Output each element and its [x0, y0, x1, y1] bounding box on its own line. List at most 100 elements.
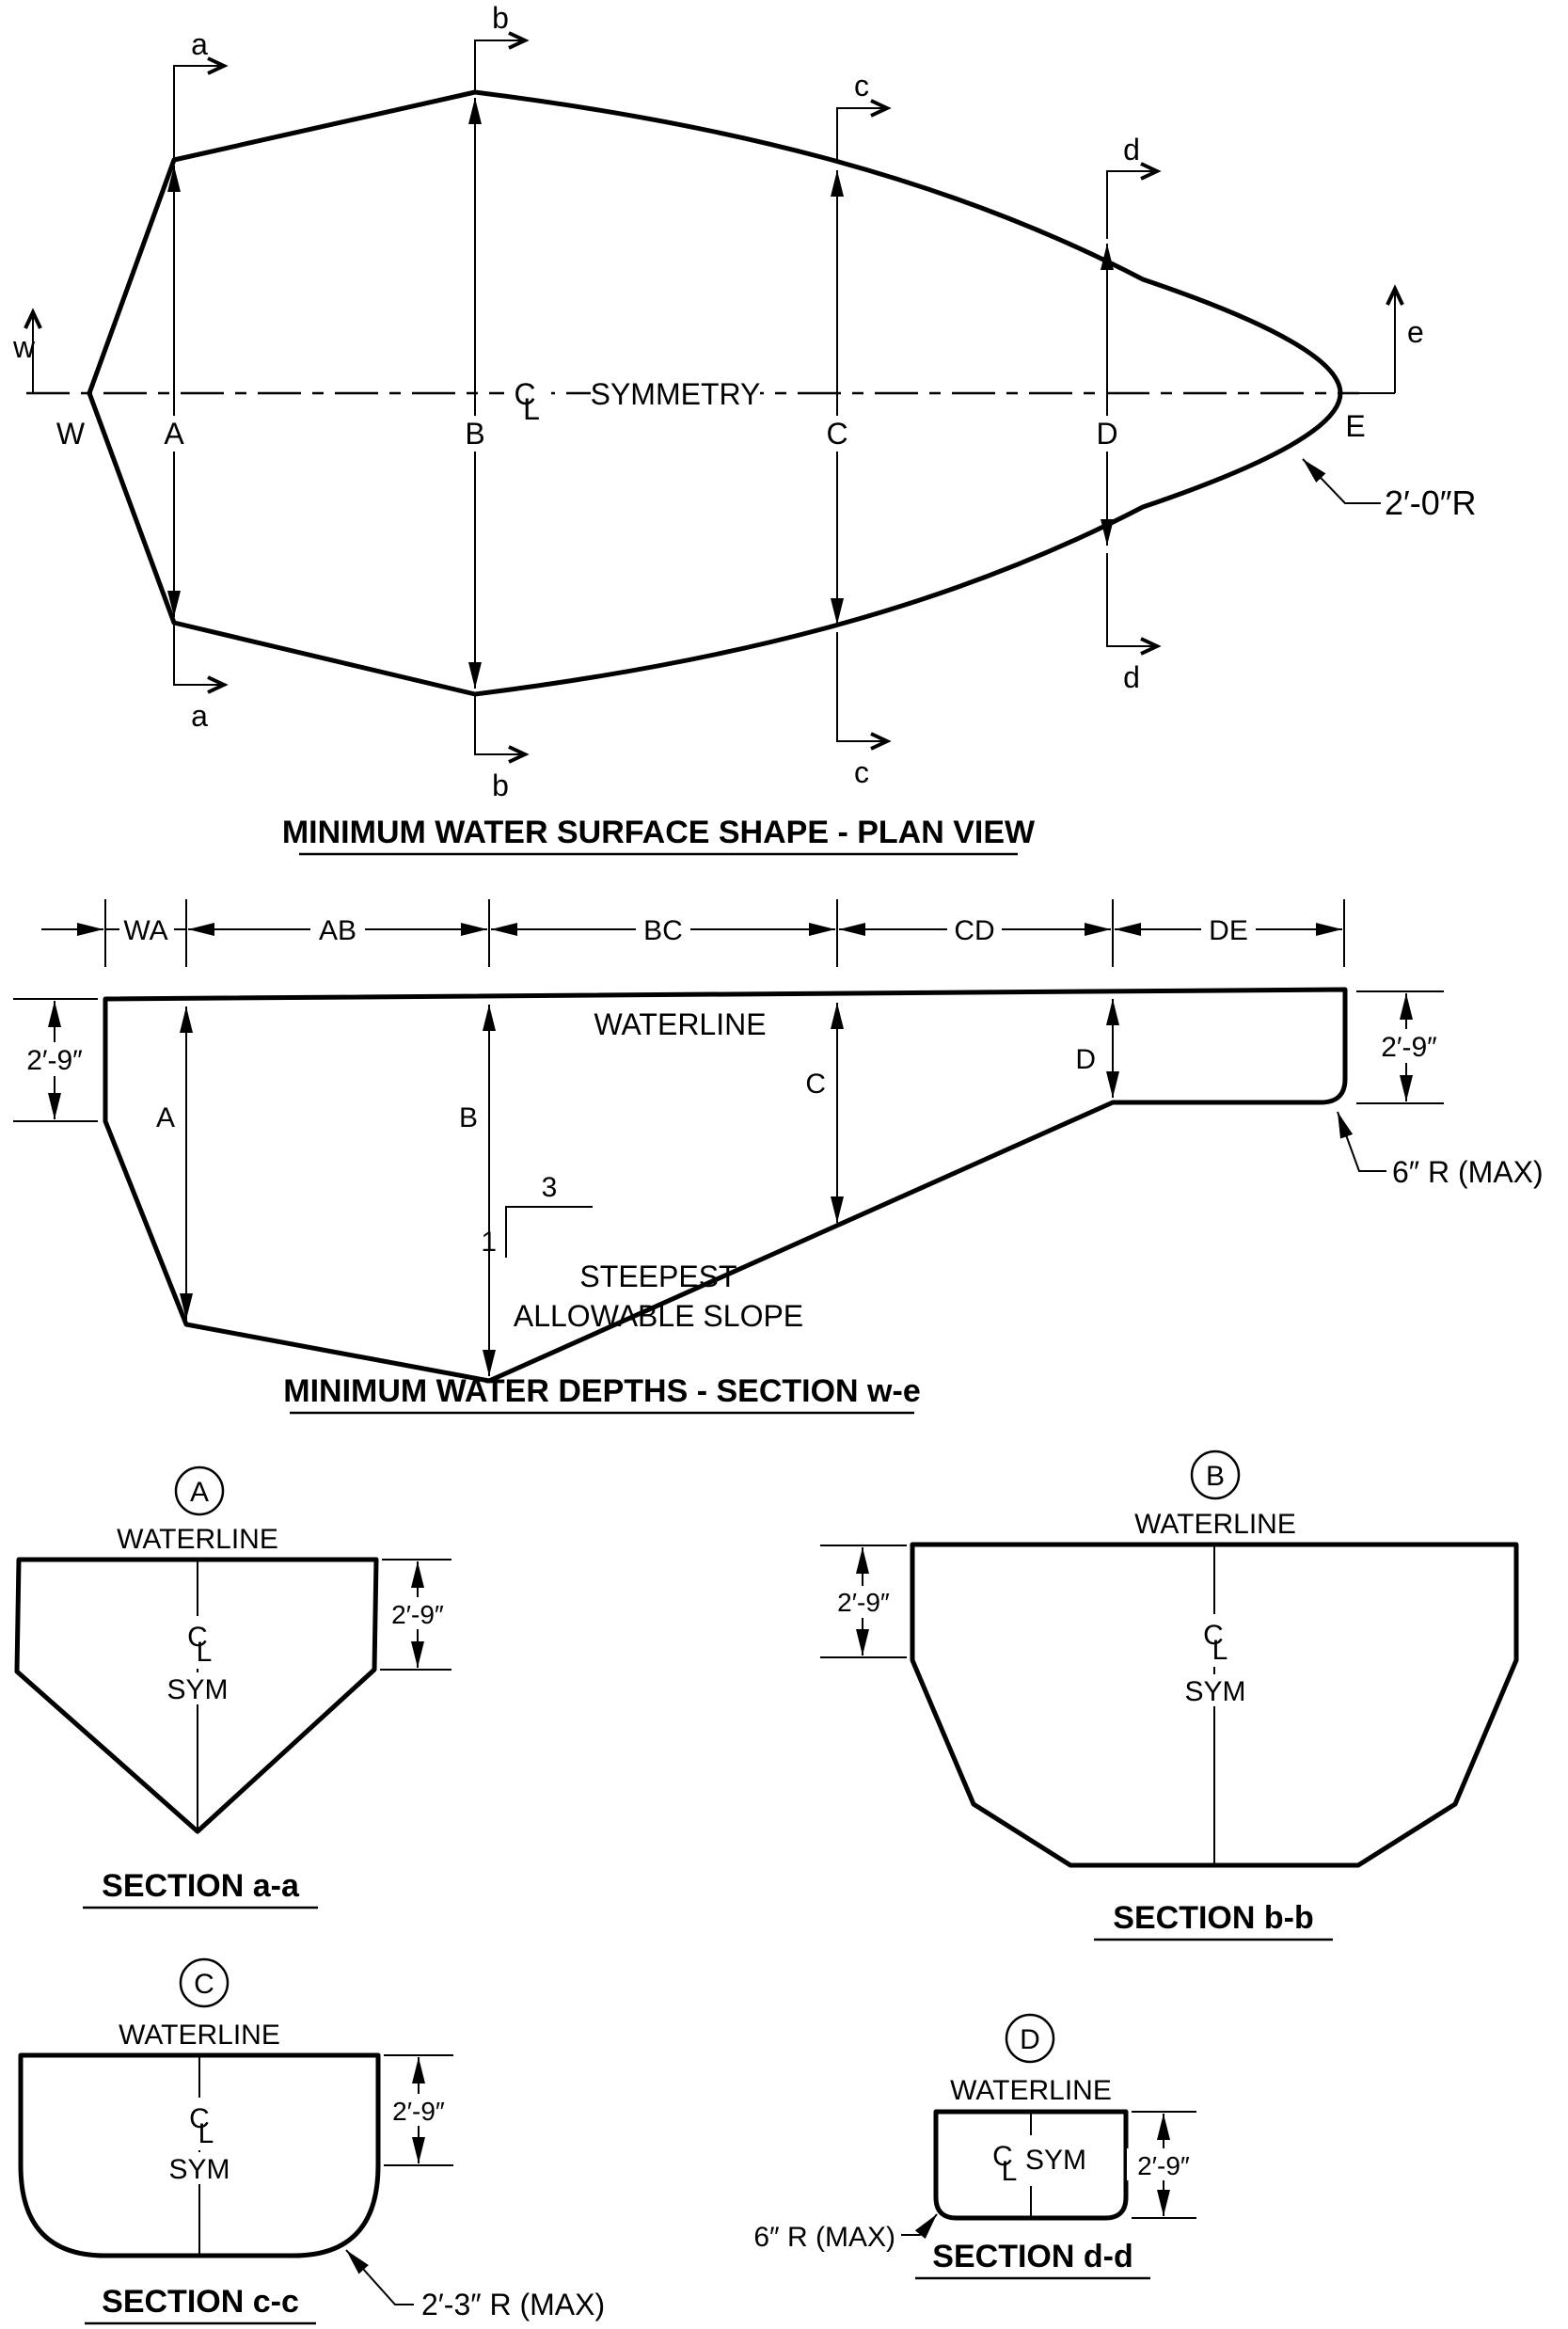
cc-bubble-circle — [179, 1957, 230, 2008]
slope-note-1: STEEPEST — [579, 1260, 736, 1293]
mask-left-depth — [14, 1042, 95, 1076]
cc-mask-cl — [178, 2098, 223, 2150]
cut-b-bottom — [474, 696, 530, 764]
cc-mask-depth — [382, 2094, 455, 2126]
cc-depth-label: 2′-9″ — [392, 2097, 445, 2126]
section-we: WA AB BC CD DE 2′-9″ 2′-9″ WATERLINE A B… — [13, 899, 1544, 1415]
cut-c-bottom — [836, 632, 892, 751]
station-b-label: B — [465, 417, 484, 451]
mask-wa — [119, 912, 174, 946]
aa-bubble-circle — [174, 1466, 225, 1516]
we-profile — [103, 987, 1348, 1384]
bb-shape — [910, 1542, 1519, 1868]
centerline-symbol-l: L — [523, 392, 540, 426]
dd-radius-leader — [901, 2213, 938, 2240]
mask-ab — [310, 912, 365, 946]
slope-symbol — [505, 1206, 593, 1258]
cut-c-top — [836, 99, 892, 164]
cut-d-bottom — [1106, 553, 1162, 656]
dim-wa-label: WA — [123, 915, 167, 946]
dd-bubble-circle — [1005, 2013, 1055, 2064]
dim-de-label: DE — [1209, 915, 1248, 946]
bb-mask-depth — [826, 1586, 901, 1618]
station-w-label: W — [56, 417, 86, 451]
dim-bc-label: BC — [643, 915, 683, 946]
mask-right-depth — [1369, 1029, 1449, 1063]
dd-waterline-label: WATERLINE — [950, 2075, 1112, 2106]
cut-b-top-label: b — [492, 1, 509, 35]
station-e-label: E — [1345, 409, 1365, 443]
we-left-depth-label: 2′-9″ — [26, 1045, 83, 1076]
cut-c-bottom-label: c — [854, 755, 869, 789]
bb-title: SECTION b-b — [1113, 1900, 1313, 1936]
aa-mask-sym — [156, 1672, 239, 1704]
plan-title: MINIMUM WATER SURFACE SHAPE - PLAN VIEW — [282, 815, 1036, 850]
dd-cl-c: C — [992, 2141, 1013, 2172]
bb-bubble-letter: B — [1206, 1461, 1225, 1492]
cut-a-top — [173, 56, 229, 162]
section-bb: B WATERLINE C L SYM 2′-9″ SECTION b-b — [820, 1450, 1519, 1941]
we-right-depth-label: 2′-9″ — [1381, 1032, 1437, 1063]
mask-c — [822, 416, 852, 452]
mask-cl — [504, 369, 551, 423]
pond-outline — [87, 89, 1343, 697]
mask-de — [1201, 912, 1256, 946]
aa-depth-label: 2′-9″ — [391, 1600, 444, 1629]
aa-title: SECTION a-a — [102, 1868, 300, 1904]
dd-bubble-letter: D — [1020, 2024, 1040, 2055]
slope-note-2: ALLOWABLE SLOPE — [514, 1299, 803, 1333]
we-waterline-label: WATERLINE — [594, 1007, 766, 1041]
cut-b-bottom-label: b — [492, 768, 509, 802]
we-title: MINIMUM WATER DEPTHS - SECTION w-e — [283, 1373, 920, 1409]
dd-mask-depth — [1127, 2148, 1200, 2180]
aa-shape — [14, 1557, 379, 1834]
cut-a-bottom — [173, 625, 229, 694]
slope-rise-label: 1 — [481, 1227, 497, 1258]
dd-depth-label: 2′-9″ — [1137, 2151, 1190, 2180]
mask-bc — [636, 912, 690, 946]
cut-a-bottom-label: a — [191, 699, 208, 733]
we-station-b: B — [459, 1102, 478, 1133]
dd-cl-l: L — [1002, 2156, 1018, 2187]
cut-a-top-label: a — [191, 27, 208, 61]
we-radius-note: 6″ R (MAX) — [1392, 1155, 1544, 1189]
aa-mask-depth — [381, 1597, 454, 1629]
plan-view: w a b c d e a b c d W A B C D E C L SYMM… — [12, 1, 1477, 856]
bb-mask-sym — [1174, 1674, 1257, 1706]
station-a-label: A — [164, 417, 184, 451]
dd-mask-cl-sym — [982, 2135, 1078, 2186]
dd-shape — [933, 2109, 1129, 2221]
station-c-label: C — [826, 417, 847, 451]
mask-b — [460, 416, 490, 452]
centerline-symbol-c: C — [514, 377, 535, 411]
bb-bubble-circle — [1190, 1450, 1241, 1500]
cc-cl-l: L — [198, 2118, 214, 2149]
cut-e-label: e — [1407, 315, 1424, 349]
mask-d — [1092, 416, 1122, 452]
aa-cl-c: C — [187, 1622, 208, 1653]
dd-radius-note: 6″ R (MAX) — [753, 2222, 895, 2253]
mask-a — [159, 416, 189, 452]
mask-symmetry — [591, 376, 760, 412]
dim-ab-label: AB — [319, 915, 356, 946]
dim-cd-label: CD — [954, 915, 994, 946]
cc-bubble-letter: C — [194, 1969, 214, 2000]
cc-radius-note: 2′-3″ R (MAX) — [421, 2288, 605, 2321]
symmetry-label: SYMMETRY — [591, 377, 761, 411]
aa-sym-label: SYM — [166, 1674, 228, 1705]
we-station-d: D — [1075, 1044, 1096, 1075]
cut-b-top — [474, 31, 530, 92]
cut-d-top-label: d — [1123, 133, 1140, 166]
bb-mask-cl — [1192, 1614, 1237, 1667]
plan-radius-note: 2′-0″R — [1385, 483, 1477, 522]
we-station-a: A — [156, 1102, 175, 1133]
station-d-label: D — [1096, 417, 1117, 451]
mask-cd — [947, 912, 1002, 946]
cc-sym-label: SYM — [168, 2154, 230, 2185]
dd-sym-label: SYM — [1025, 2145, 1086, 2176]
cc-shape — [18, 2052, 381, 2258]
cut-w-label: w — [12, 330, 36, 364]
aa-cl-l: L — [197, 1637, 213, 1668]
